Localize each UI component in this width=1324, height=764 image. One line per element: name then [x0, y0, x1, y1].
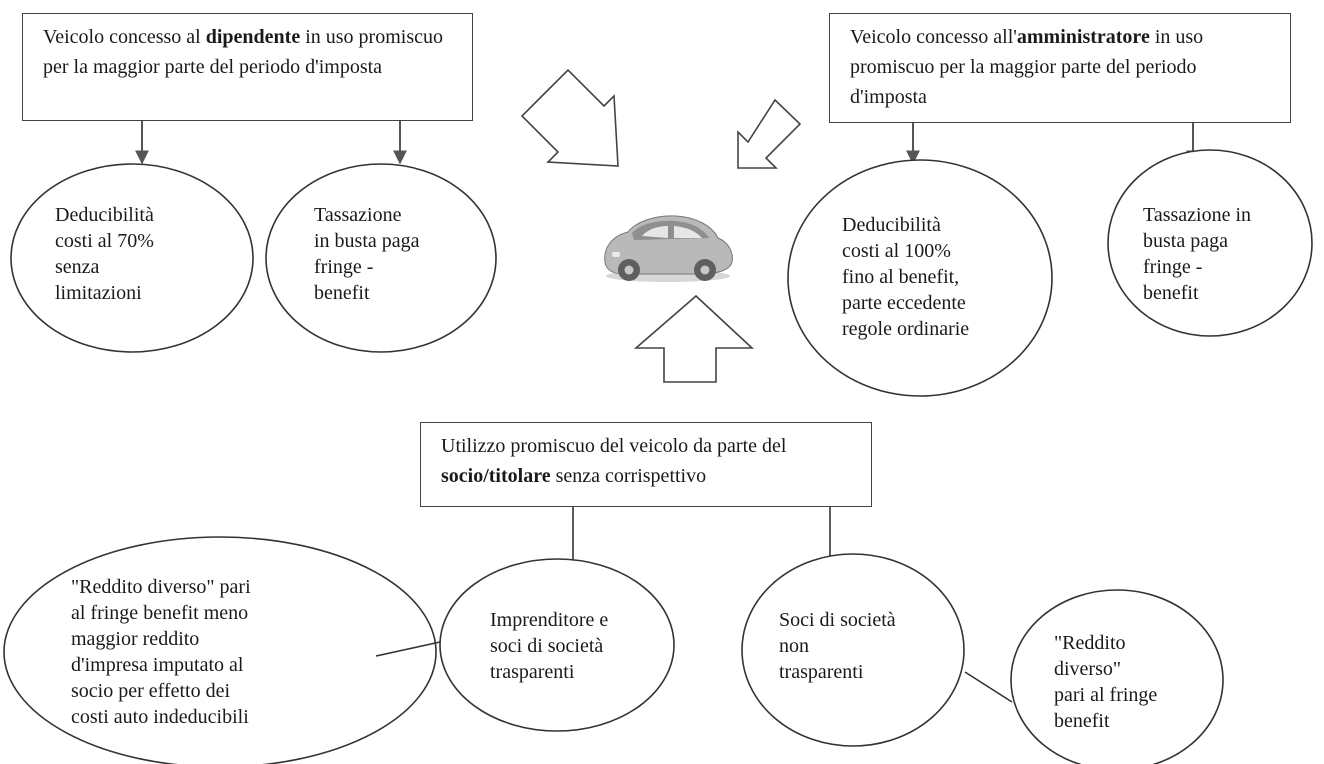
- ellipse-soci-non-trasparenti-text: Soci di società non trasparenti: [779, 609, 896, 683]
- ellipse-dip-tassazione: [265, 163, 497, 353]
- box-socio-titolare: Utilizzo promiscuo del veicolo da parte …: [420, 422, 872, 507]
- ellipse-imprenditore: [439, 558, 675, 732]
- connector-non-trasparenti-reddito: [964, 671, 1013, 703]
- ellipse-reddito-diverso: [1010, 589, 1224, 764]
- ellipse-reddito-diverso-text: "Reddito diverso" pari al fringe benefit: [1054, 632, 1158, 732]
- ellipse-amm-tassazione: [1107, 149, 1313, 337]
- ellipse-reddito-diverso-meno-text: "Reddito diverso" pari al fringe benefit…: [71, 576, 251, 728]
- box-dipendente-keyword: dipendente: [205, 26, 301, 48]
- box-dipendente-text-pre: Veicolo concesso al: [43, 26, 206, 48]
- box-amministratore-text-post: in uso promiscuo per la maggior parte de…: [850, 26, 1204, 108]
- ellipse-amm-deducibilita: [787, 159, 1053, 397]
- hollow-arrow-up: [633, 294, 755, 383]
- box-socio-text-pre: Utilizzo promiscuo del veicolo da parte …: [441, 435, 787, 457]
- box-dipendente-text-post: in uso promiscuo per la maggior parte de…: [43, 26, 443, 78]
- ellipse-reddito-diverso-meno: [3, 536, 437, 764]
- hollow-arrow-down-left: [737, 98, 802, 169]
- hollow-arrow-down-right: [520, 68, 619, 167]
- box-socio-keyword: socio/titolare: [441, 465, 551, 487]
- box-amministratore: Veicolo concesso all'amministratore in u…: [829, 13, 1291, 123]
- box-amministratore-keyword: amministratore: [1016, 26, 1150, 48]
- box-socio-text-post: senza corrispettivo: [550, 465, 707, 487]
- ellipse-amm-deducibilita-text: Deducibilità costi al 100% fino al benef…: [842, 214, 970, 340]
- ellipse-dip-deducibilita: [10, 163, 254, 353]
- ellipse-imprenditore-text: Imprenditore e soci di società trasparen…: [490, 609, 609, 683]
- box-amministratore-text-pre: Veicolo concesso all': [850, 26, 1017, 48]
- box-dipendente: Veicolo concesso al dipendente in uso pr…: [22, 13, 473, 121]
- connector-imprenditore-reddito: [375, 641, 441, 657]
- ellipse-soci-non-trasparenti: [741, 553, 965, 747]
- ellipse-amm-tassazione-text: Tassazione in busta paga fringe - benefi…: [1143, 204, 1252, 304]
- ellipse-dip-tassazione-text: Tassazione in busta paga fringe - benefi…: [314, 204, 420, 304]
- car-icon: [604, 215, 733, 282]
- ellipse-dip-deducibilita-text: Deducibilità costi al 70% senza limitazi…: [55, 204, 154, 304]
